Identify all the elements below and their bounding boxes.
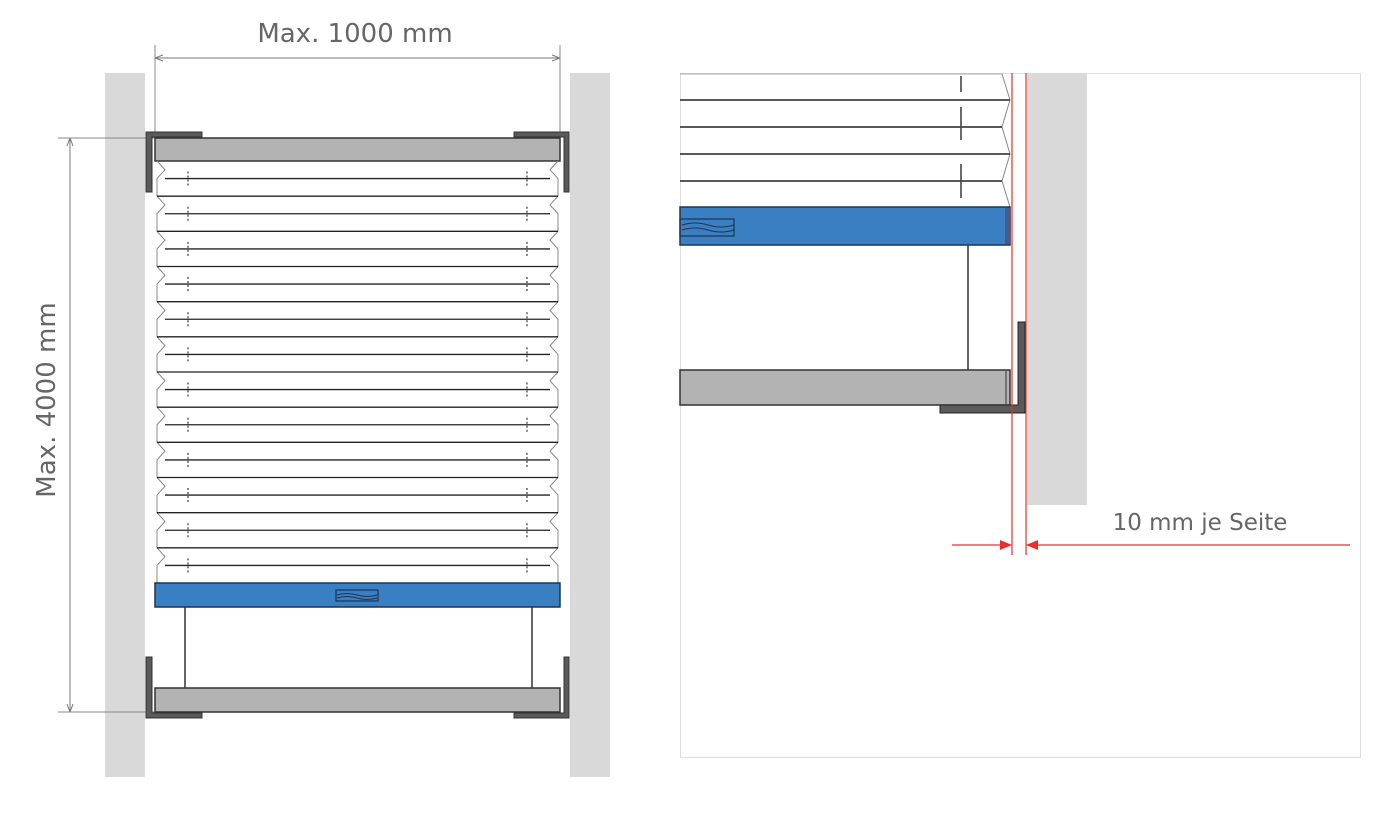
height-label: Max. 4000 mm bbox=[32, 302, 62, 497]
detail-wall bbox=[1027, 73, 1087, 505]
detail-bottom-rail bbox=[679, 369, 1011, 406]
bracket-top-left bbox=[145, 131, 203, 193]
detail-frame bbox=[680, 73, 1361, 758]
left-wall bbox=[105, 73, 145, 777]
clearance-label: 10 mm je Seite bbox=[1113, 510, 1288, 536]
detail-bar-endcap bbox=[1005, 208, 1010, 244]
detail-bracket bbox=[939, 321, 1026, 414]
handle-icon bbox=[335, 589, 379, 602]
detail-pleat-edge bbox=[1001, 73, 1011, 208]
detail-bottom-bar bbox=[679, 206, 1011, 246]
width-label: Max. 1000 mm bbox=[257, 19, 452, 49]
detail-handle-icon bbox=[679, 218, 735, 237]
bracket-bottom-left bbox=[145, 656, 203, 719]
right-wall bbox=[570, 73, 610, 777]
side-detail: 10 mm je Seite bbox=[679, 73, 1361, 758]
front-view: Max. 1000 mm Max. 4000 mm bbox=[32, 19, 610, 777]
bracket-bottom-right bbox=[513, 656, 570, 719]
top-rail bbox=[154, 137, 561, 162]
pleat-stack bbox=[156, 160, 559, 583]
detail-pleat-stack bbox=[680, 73, 1011, 208]
bracket-top-right bbox=[513, 131, 570, 193]
bottom-rail bbox=[154, 687, 561, 713]
